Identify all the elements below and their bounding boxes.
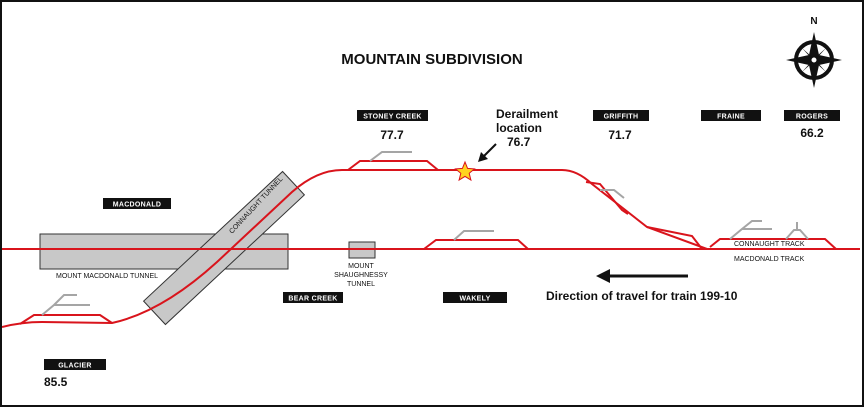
glacier-siding [19, 314, 113, 325]
station-fraine: FRAINE [701, 110, 761, 121]
station-fraine-label: FRAINE [717, 114, 745, 121]
mount-shaughnessy-label-line2: SHAUGHNESSY [334, 272, 388, 279]
connaught-main-track [2, 169, 860, 328]
station-glacier-label: GLACIER [58, 363, 92, 370]
griffith-yard-track [600, 189, 625, 199]
derailment-mile: 76.7 [507, 135, 531, 149]
station-griffith-label: GRIFFITH [604, 114, 639, 121]
station-wakely: WAKELY [443, 292, 507, 303]
mount-shaughnessy-label-line1: MOUNT [348, 263, 374, 270]
station-rogers-label: ROGERS [796, 114, 828, 121]
griffith-siding [585, 181, 629, 215]
station-macdonald-label: MACDONALD [113, 202, 162, 209]
compass-rose-icon [786, 32, 842, 88]
station-rogers-mile: 66.2 [800, 126, 824, 140]
connaught-crossover [646, 226, 703, 250]
stoney-creek-yard-track [369, 151, 412, 162]
mount-macdonald-tunnel-label: MOUNT MACDONALD TUNNEL [56, 273, 158, 280]
derailment-label-line2: location [496, 121, 542, 135]
glacier-yard-track-1 [41, 304, 90, 316]
station-rogers: ROGERS [784, 110, 840, 121]
station-griffith-mile: 71.7 [608, 128, 632, 142]
station-stoney-creek-label: STONEY CREEK [363, 114, 422, 121]
rogers-yard-track-2 [741, 220, 762, 230]
station-griffith: GRIFFITH [593, 110, 649, 121]
arrow-left-icon [596, 269, 688, 283]
compass-north-label: N [810, 16, 817, 27]
station-bear-creek-label: BEAR CREEK [288, 296, 337, 303]
station-bear-creek: BEAR CREEK [283, 292, 343, 303]
direction-of-travel-label: Direction of travel for train 199-10 [546, 289, 738, 303]
rogers-siding [709, 238, 837, 250]
rogers-yard-track-1 [729, 228, 772, 240]
derailment-pointer-arrow [478, 143, 497, 162]
station-stoney-creek: STONEY CREEK [357, 110, 428, 121]
macdonald-track-label: MACDONALD TRACK [734, 256, 805, 263]
station-macdonald: MACDONALD [103, 198, 171, 209]
wakely-yard-track [453, 230, 494, 241]
star-icon [454, 160, 476, 182]
connaught-track-label: CONNAUGHT TRACK [734, 241, 805, 248]
diagram-title: MOUNTAIN SUBDIVISION [341, 51, 522, 68]
mount-shaughnessy-label-line3: TUNNEL [347, 281, 375, 288]
station-wakely-label: WAKELY [459, 296, 490, 303]
station-glacier: GLACIER [44, 359, 106, 370]
wakely-siding [423, 239, 529, 250]
glacier-yard-track-2 [53, 294, 77, 306]
stoney-creek-siding [347, 160, 439, 171]
station-glacier-mile: 85.5 [44, 375, 68, 389]
station-stoney-creek-mile: 77.7 [380, 128, 404, 142]
rogers-yard-track-3 [785, 229, 809, 240]
derailment-label-line1: Derailment [496, 107, 558, 121]
